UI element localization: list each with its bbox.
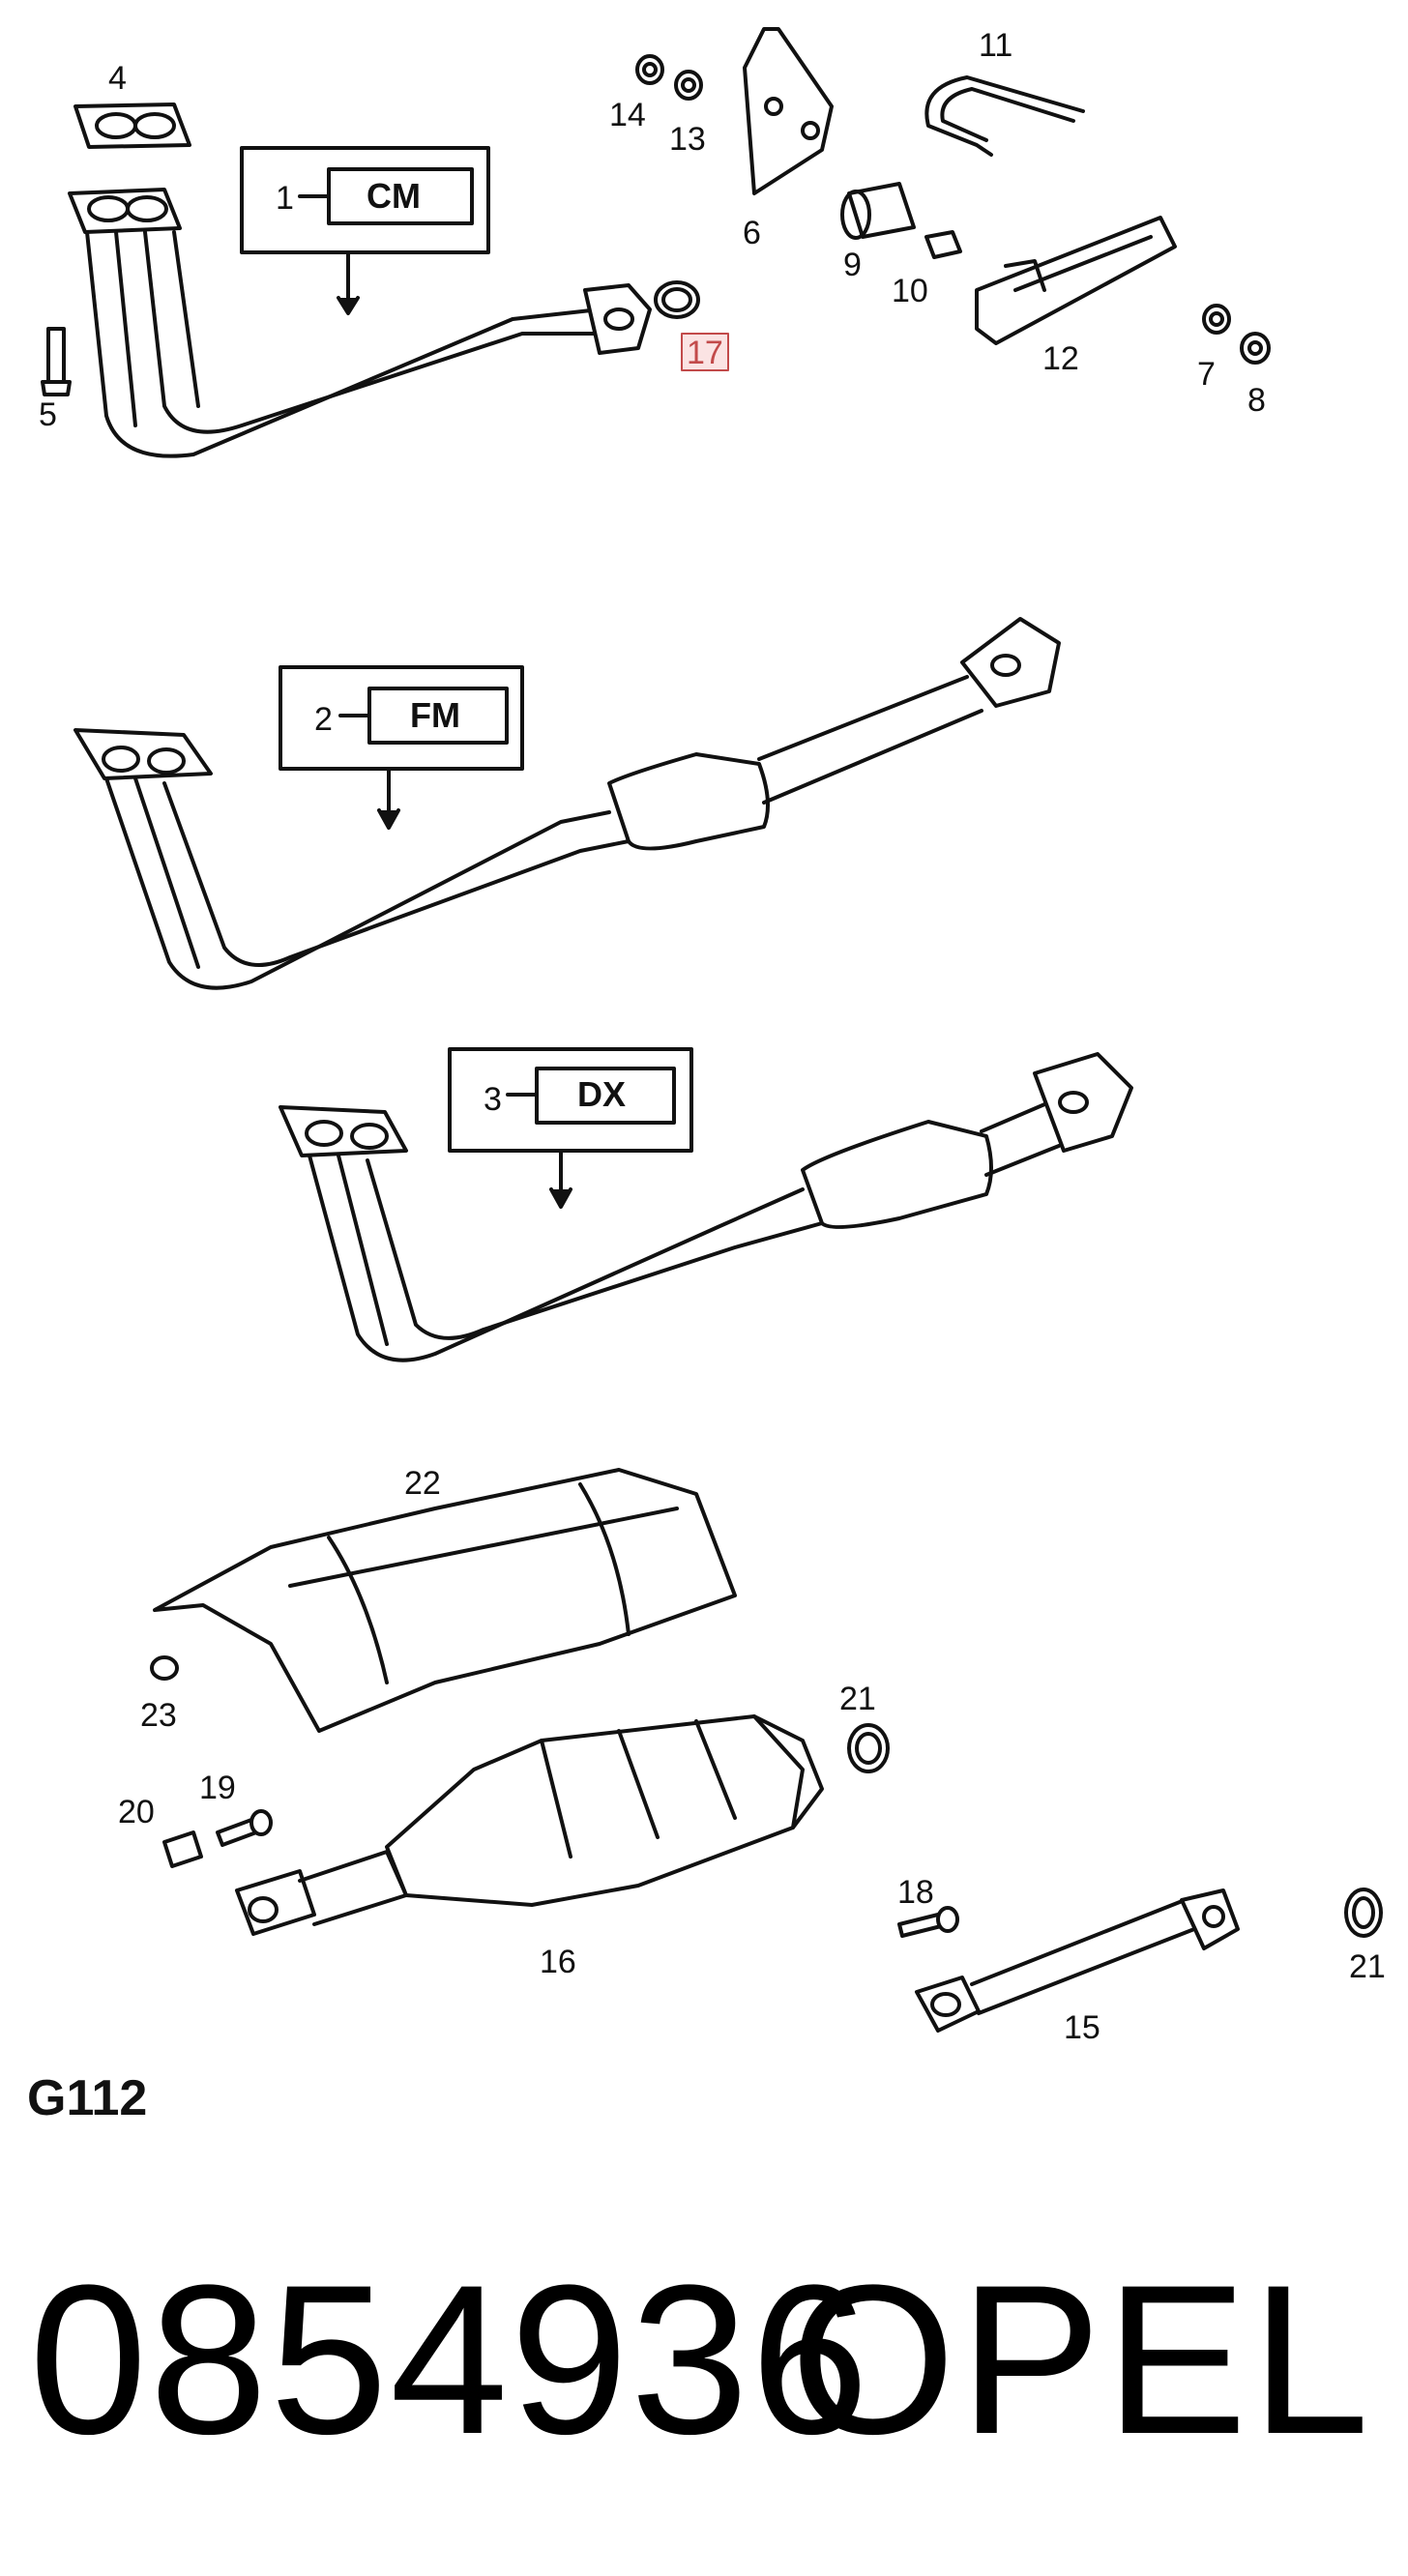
callout-21-b: 21 (1349, 1948, 1386, 1985)
heat-shield-part-22 (153, 1468, 737, 1733)
callout-21-a: 21 (839, 1681, 876, 1717)
bracket-part-6 (743, 27, 834, 195)
bolt-part-19 (216, 1809, 273, 1847)
callout-6: 6 (743, 215, 761, 251)
nut-part-7 (1202, 304, 1231, 335)
front-pipe-cm (68, 188, 652, 458)
hanger-bracket-part-12 (975, 216, 1177, 345)
stud-part-20 (162, 1830, 203, 1868)
part-number: 0854936 (29, 2240, 871, 2478)
catalytic-converter-part-16 (235, 1714, 824, 1936)
bush-part-10 (924, 230, 962, 259)
callout-7: 7 (1197, 356, 1216, 393)
variant-box-dx (448, 1047, 693, 1209)
callout-3: 3 (484, 1081, 502, 1118)
callout-23: 23 (140, 1697, 177, 1734)
nut-part-13 (674, 70, 703, 101)
seal-ring-part-17 (654, 280, 700, 319)
nut-part-8 (1240, 332, 1271, 365)
gasket-part-4 (73, 102, 191, 149)
bolt-part-5 (41, 327, 72, 396)
callout-20: 20 (118, 1794, 155, 1830)
callout-17: 17 (687, 335, 723, 371)
front-pipe-fm (73, 617, 1061, 990)
callout-9: 9 (843, 247, 862, 283)
u-bolt-part-11 (924, 75, 1085, 157)
front-pipe-dx (279, 1052, 1133, 1362)
seal-ring-part-21-b (1344, 1888, 1383, 1938)
nut-part-23 (150, 1655, 179, 1681)
variant-label-fm: FM (410, 695, 460, 735)
callout-15: 15 (1064, 2009, 1100, 2046)
callout-13: 13 (669, 121, 706, 158)
exhaust-parts-diagram: 4 1 CM 5 17 14 13 (39, 27, 1386, 2046)
callout-8: 8 (1247, 382, 1266, 419)
callout-14: 14 (609, 97, 646, 133)
brand-name: OPEL (790, 2240, 1373, 2478)
callout-19: 19 (199, 1770, 236, 1806)
seal-ring-part-21-a (847, 1723, 890, 1773)
callout-12: 12 (1042, 340, 1079, 377)
diagram-code: G112 (27, 2070, 148, 2126)
variant-label-dx: DX (577, 1074, 626, 1114)
callout-4: 4 (108, 60, 127, 97)
intermediate-pipe-part-15 (915, 1888, 1240, 2033)
variant-label-cm: CM (367, 176, 421, 216)
callout-5: 5 (39, 396, 57, 433)
callout-11: 11 (979, 27, 1012, 64)
callout-16: 16 (540, 1944, 576, 1980)
variant-box-fm (279, 665, 524, 830)
bolt-part-18 (897, 1906, 959, 1938)
highlight-box-17 (681, 333, 729, 371)
callout-2: 2 (314, 701, 333, 738)
rubber-mount-part-9 (840, 182, 916, 240)
callout-18: 18 (897, 1874, 934, 1911)
callout-1: 1 (276, 180, 294, 217)
variant-box-cm (240, 146, 490, 315)
callout-22: 22 (404, 1465, 441, 1502)
nut-part-14 (635, 54, 664, 85)
callout-10: 10 (892, 273, 928, 309)
